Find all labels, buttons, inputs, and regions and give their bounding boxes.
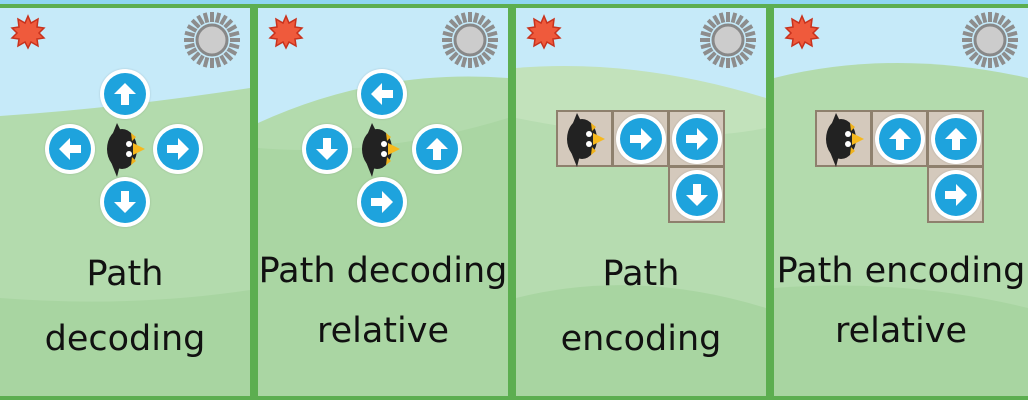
panel-path-encoding-relative[interactable]: Path encoding relative [774,8,1028,396]
arrow-circle [361,73,403,115]
star-icon [784,14,820,50]
arrow-left-icon [357,69,407,119]
settings-sun-icon[interactable] [440,10,500,70]
path-tile [668,166,725,223]
arrow-circle [306,128,348,170]
path-tile [927,166,984,223]
panel-path-decoding[interactable]: Path decoding [0,8,250,396]
panel-title-line2: decoding [44,319,206,359]
arrow-circle [675,117,718,160]
penguin-icon [822,109,866,169]
arrow-right-icon [671,113,722,164]
panel-title-line1: Path [86,254,164,294]
path-tile [927,110,984,167]
arrow-circle [104,181,146,223]
arrow-circle [416,128,458,170]
panel-title-line1: Path encoding [776,251,1026,291]
arrow-left-icon [45,124,95,174]
path-tile [815,110,872,167]
path-tile [871,110,928,167]
arrow-right-icon [357,177,407,227]
penguin-icon [103,119,147,179]
arrow-right-icon [615,113,666,164]
arrow-up-icon [412,124,462,174]
arrow-circle [934,117,977,160]
arrow-right-icon [153,124,203,174]
arrow-down-icon [671,169,722,220]
panel-title-line2: relative [834,311,968,351]
settings-sun-icon[interactable] [698,10,758,70]
panel-title-line1: Path decoding [258,251,508,291]
arrow-circle [49,128,91,170]
panel-title-line2: relative [316,311,450,351]
arrow-right-icon [930,169,981,220]
arrow-circle [619,117,662,160]
arrow-circle [934,173,977,216]
arrow-circle [104,73,146,115]
arrow-up-icon [874,113,925,164]
star-icon [268,14,304,50]
panel-title-line1: Path [602,254,680,294]
star-icon [526,14,562,50]
panel-path-decoding-relative[interactable]: Path decoding relative [258,8,508,396]
arrow-up-icon [930,113,981,164]
arrow-circle [675,173,718,216]
arrow-circle [361,181,403,223]
arrow-up-icon [100,69,150,119]
penguin-icon [563,109,607,169]
arrow-circle [157,128,199,170]
penguin-icon [358,119,402,179]
arrow-down-icon [100,177,150,227]
settings-sun-icon[interactable] [182,10,242,70]
panel-path-encoding[interactable]: Path encoding [516,8,766,396]
path-tile [556,110,613,167]
arrow-circle [878,117,921,160]
star-icon [10,14,46,50]
path-tile [668,110,725,167]
arrow-down-icon [302,124,352,174]
panel-title-line2: encoding [560,319,722,359]
settings-sun-icon[interactable] [960,10,1020,70]
path-tile [612,110,669,167]
